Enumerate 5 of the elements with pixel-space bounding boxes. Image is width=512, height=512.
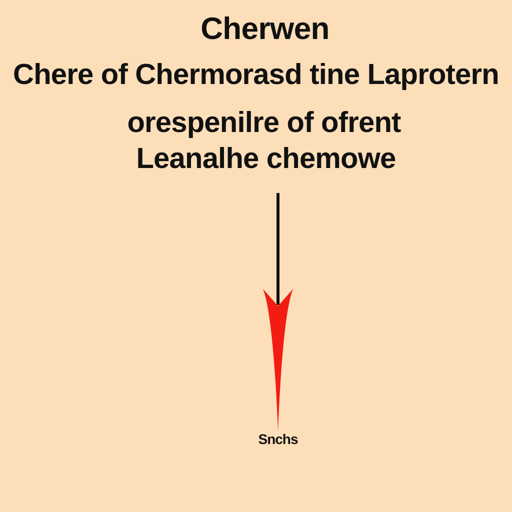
text-line: Chere of Chermorasd tine Laprotern <box>13 59 499 92</box>
text-line: orespenilre of ofrent <box>127 107 401 141</box>
title: Cherwen <box>200 11 330 47</box>
node-label: Snchs <box>258 431 298 448</box>
text-line: Leanalhe chemowe <box>136 142 396 176</box>
